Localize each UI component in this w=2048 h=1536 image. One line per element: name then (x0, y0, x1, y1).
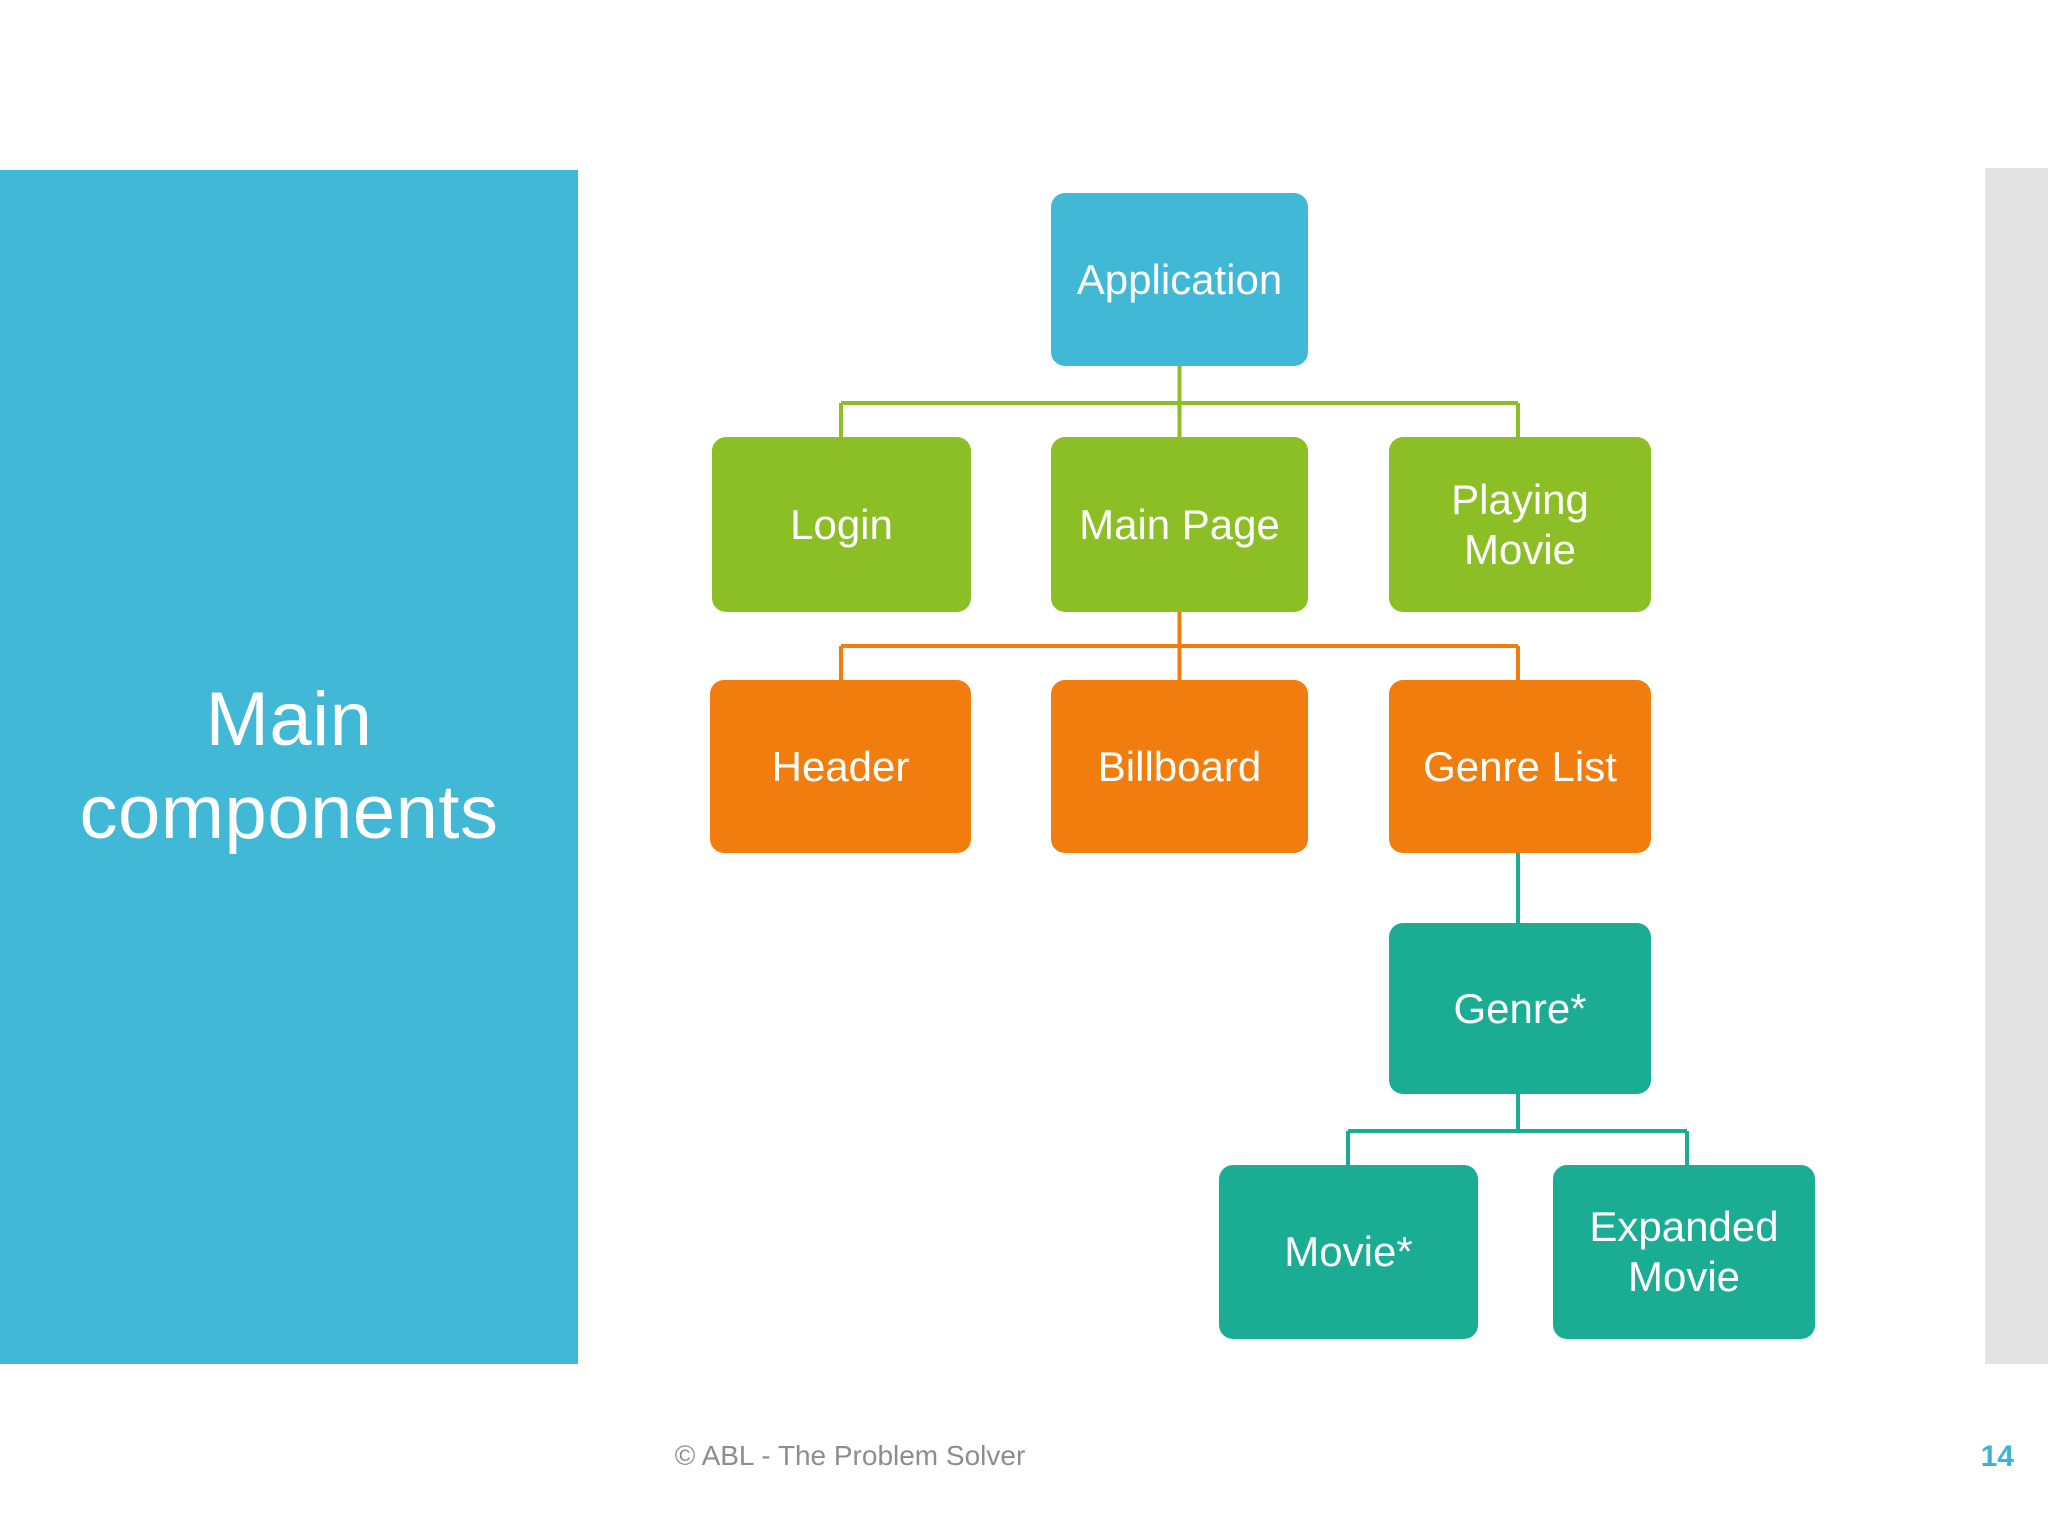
node-header-label: Header (771, 742, 910, 790)
node-application-label: Application (1076, 255, 1283, 303)
node-movie-label: Movie* (1284, 1228, 1413, 1276)
node-login[interactable]: Login (712, 437, 971, 612)
node-genre-label: Genre* (1453, 984, 1587, 1032)
right-accent-strip (1985, 168, 2048, 1364)
page-title: Main components (79, 677, 499, 855)
footer-copyright: © ABL - The Problem Solver (674, 1440, 1026, 1471)
connector-group-orange (839, 612, 1520, 680)
connector-group-teal-2 (1346, 1094, 1689, 1165)
connector-group-green (839, 366, 1520, 437)
page-number: 14 (1980, 1440, 2014, 1473)
node-playing-movie-label: Playing Movie (1451, 475, 1589, 573)
node-login-label: Login (790, 500, 893, 548)
node-playing-movie[interactable]: Playing Movie (1389, 437, 1651, 612)
node-expanded-movie[interactable]: Expanded Movie (1553, 1165, 1815, 1339)
title-panel: Main components (0, 170, 578, 1364)
node-genre[interactable]: Genre* (1389, 923, 1651, 1094)
node-main-page[interactable]: Main Page (1051, 437, 1308, 612)
node-genre-list[interactable]: Genre List (1389, 680, 1651, 853)
node-expanded-movie-label: Expanded Movie (1589, 1203, 1779, 1300)
node-billboard[interactable]: Billboard (1051, 680, 1308, 853)
node-header[interactable]: Header (710, 680, 971, 853)
node-application[interactable]: Application (1051, 193, 1308, 366)
node-main-page-label: Main Page (1079, 500, 1280, 548)
node-genre-list-label: Genre List (1423, 742, 1617, 790)
node-billboard-label: Billboard (1097, 742, 1262, 790)
node-movie[interactable]: Movie* (1219, 1165, 1478, 1339)
